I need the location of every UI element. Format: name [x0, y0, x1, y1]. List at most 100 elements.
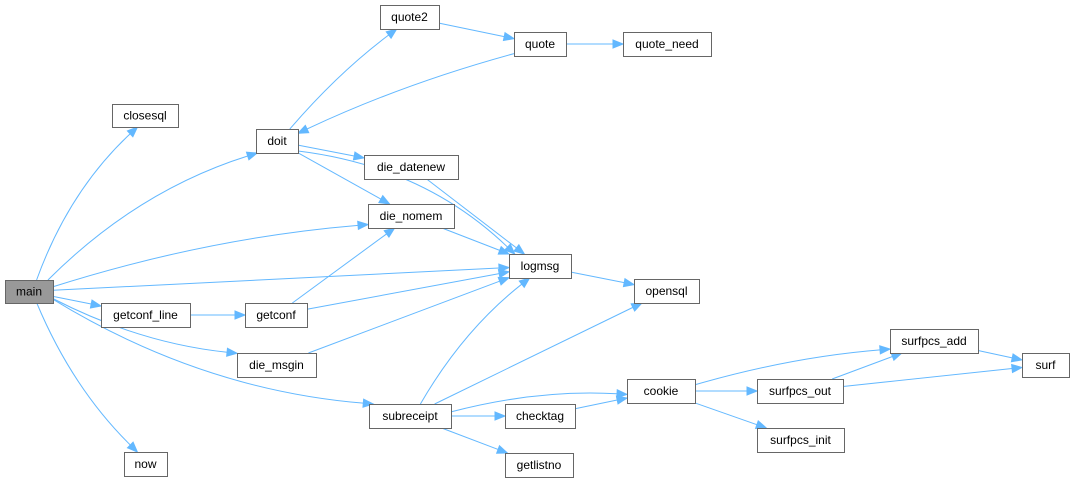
- edge-arrowhead: [495, 444, 509, 454]
- edge-arrowhead: [126, 126, 139, 138]
- node-label: getlistno: [517, 458, 562, 472]
- edge-logmsg-to-opensql: [570, 271, 636, 288]
- edge-line: [441, 227, 500, 251]
- node-box[interactable]: [256, 129, 299, 154]
- edge-die_nomem-to-logmsg: [441, 227, 511, 255]
- node-surfpcs_add[interactable]: surfpcs_add: [890, 329, 979, 354]
- node-box[interactable]: [112, 104, 179, 128]
- node-box[interactable]: [5, 280, 54, 304]
- node-now[interactable]: now: [124, 452, 168, 477]
- node-opensql[interactable]: opensql: [634, 279, 700, 304]
- node-main[interactable]: main: [5, 280, 54, 304]
- node-label: quote_need: [635, 37, 698, 51]
- node-box[interactable]: [627, 379, 696, 404]
- edge-arrowhead: [245, 151, 259, 161]
- edge-cookie-to-surfpcs_add: [694, 345, 892, 386]
- node-label: main: [16, 285, 42, 299]
- edge-line: [308, 280, 500, 354]
- node-box[interactable]: [505, 404, 576, 429]
- node-box[interactable]: [124, 452, 168, 477]
- edge-arrowhead: [497, 269, 511, 279]
- node-box[interactable]: [245, 303, 308, 328]
- edge-arrowhead: [622, 277, 636, 288]
- node-label: surf: [1035, 358, 1056, 372]
- node-box[interactable]: [890, 329, 979, 354]
- node-box[interactable]: [101, 303, 191, 328]
- edge-main-to-doit: [47, 151, 259, 281]
- node-label: checktag: [516, 409, 564, 423]
- node-label: die_datenew: [377, 160, 445, 174]
- node-box[interactable]: [380, 5, 440, 30]
- edge-arrowhead: [612, 39, 625, 49]
- node-box[interactable]: [369, 404, 452, 429]
- edge-line: [297, 144, 355, 157]
- node-box[interactable]: [509, 254, 572, 279]
- node-box[interactable]: [237, 353, 317, 378]
- node-surf[interactable]: surf: [1022, 353, 1070, 378]
- node-box[interactable]: [757, 428, 845, 453]
- edge-arrowhead: [385, 28, 398, 40]
- node-doit[interactable]: doit: [256, 129, 299, 154]
- edge-main-to-closesql: [36, 126, 139, 281]
- node-label: getconf: [256, 308, 296, 322]
- node-quote[interactable]: quote: [514, 32, 567, 57]
- edge-line: [842, 368, 1013, 387]
- edge-surfpcs_out-to-surf: [842, 363, 1024, 387]
- edge-line: [306, 273, 500, 310]
- node-quote2[interactable]: quote2: [380, 5, 440, 30]
- edge-doit-to-die_datenew: [297, 144, 366, 161]
- edge-line: [450, 392, 618, 413]
- edge-arrowhead: [383, 227, 396, 239]
- edge-arrowhead: [226, 347, 239, 357]
- node-box[interactable]: [757, 379, 844, 404]
- edge-arrowhead: [754, 420, 768, 429]
- node-getconf_line[interactable]: getconf_line: [101, 303, 191, 328]
- edge-subreceipt-to-logmsg: [419, 277, 531, 405]
- node-label: closesql: [123, 109, 166, 123]
- edge-arrowhead: [615, 395, 629, 405]
- node-label: die_nomem: [380, 209, 443, 223]
- node-box[interactable]: [514, 32, 567, 57]
- node-logmsg[interactable]: logmsg: [509, 254, 572, 279]
- node-getconf[interactable]: getconf: [245, 303, 308, 328]
- node-surfpcs_init[interactable]: surfpcs_init: [757, 428, 845, 453]
- edge-arrowhead: [746, 386, 759, 396]
- edge-arrowhead: [352, 151, 366, 161]
- edge-line: [36, 133, 131, 281]
- node-label: die_msgin: [249, 358, 304, 372]
- node-box[interactable]: [1022, 353, 1070, 378]
- node-label: logmsg: [521, 259, 560, 273]
- edge-line: [52, 298, 228, 353]
- edge-getconf-to-logmsg: [306, 269, 511, 310]
- node-subreceipt[interactable]: subreceipt: [369, 404, 452, 429]
- node-label: subreceipt: [382, 409, 438, 423]
- edge-arrowhead: [1010, 353, 1024, 363]
- node-die_datenew[interactable]: die_datenew: [364, 155, 459, 180]
- node-cookie[interactable]: cookie: [627, 379, 696, 404]
- edge-main-to-die_nomem: [52, 220, 370, 288]
- node-surfpcs_out[interactable]: surfpcs_out: [757, 379, 844, 404]
- node-box[interactable]: [634, 279, 700, 304]
- edge-line: [426, 178, 517, 249]
- node-die_msgin[interactable]: die_msgin: [237, 353, 317, 378]
- node-box[interactable]: [505, 453, 574, 478]
- edge-checktag-to-cookie: [574, 395, 629, 410]
- node-checktag[interactable]: checktag: [505, 404, 576, 429]
- edge-main-to-logmsg: [52, 263, 511, 291]
- edge-die_msgin-to-logmsg: [308, 276, 511, 354]
- edge-arrowhead: [89, 299, 103, 309]
- edge-line: [306, 53, 515, 130]
- node-label: quote2: [391, 10, 428, 24]
- edge-line: [297, 150, 508, 248]
- node-getlistno[interactable]: getlistno: [505, 453, 574, 478]
- edge-quote2-to-quote: [438, 22, 516, 42]
- node-label: getconf_line: [113, 308, 178, 322]
- node-box[interactable]: [368, 204, 455, 229]
- node-box[interactable]: [623, 32, 712, 57]
- node-box[interactable]: [364, 155, 459, 180]
- node-closesql[interactable]: closesql: [112, 104, 179, 128]
- nodes-layer: main closesql doit quote2 quote quote_needdie…: [5, 5, 1070, 478]
- node-die_nomem[interactable]: die_nomem: [368, 204, 455, 229]
- node-quote_need[interactable]: quote_need: [623, 32, 712, 57]
